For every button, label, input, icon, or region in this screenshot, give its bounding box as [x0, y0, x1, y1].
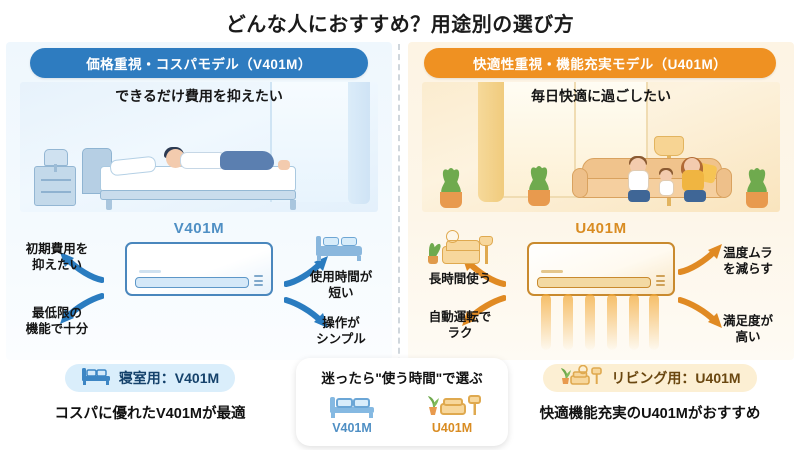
bedroom-illustration: [20, 82, 378, 212]
callout-long-usage: 長時間使う: [428, 272, 492, 286]
plant-shape: [434, 152, 468, 208]
family-shape: [626, 152, 722, 202]
living-room-icon: [419, 393, 485, 419]
air-conditioner-icon-right: [527, 242, 675, 296]
living-room-icon: [424, 230, 496, 266]
callout-auto-operation: 自動運転で ラク: [428, 310, 492, 340]
right-panel-heading-pill: 快適性重視・機能充実モデル（U401M）: [424, 48, 776, 78]
plant-shape: [526, 164, 552, 206]
arrow-top-right-icon: [678, 244, 722, 275]
person-shape: [162, 144, 290, 178]
callout-short-usage: 使用時間が 短い: [309, 270, 373, 300]
callout-temperature-evenness: 温度ムラ を減らす: [723, 246, 773, 276]
page-title: どんな人におすすめ？用途別の選び方: [225, 14, 575, 36]
left-panel-subtitle: できるだけ費用を抑えたい: [115, 88, 283, 104]
arrow-bottom-left-icon: [462, 295, 506, 326]
left-model-label: V401M: [173, 220, 225, 237]
living-room-tag-label: リビング用：U401M: [611, 370, 741, 386]
bedroom-tag-label: 寝室用：V401M: [118, 370, 220, 386]
callout-initial-cost: 初期費用を 抑えたい: [25, 242, 89, 272]
left-summary: 寝室用：V401M コスパに優れたV401Mが最適: [0, 364, 300, 423]
arrow-top-right-icon: [284, 256, 328, 287]
bed-icon: [316, 232, 362, 261]
bed-leg-shape: [290, 200, 296, 210]
nightstand-shape: [34, 166, 76, 206]
right-summary-text: 快適機能充実のU401Mがおすすめ: [539, 406, 761, 422]
panel-divider: [398, 44, 400, 374]
callout-minimal-features: 最低限の 機能で十分: [25, 306, 89, 336]
option-v401m-label: V401M: [332, 421, 372, 435]
bed-icon: [319, 393, 385, 419]
living-room-tag: リビング用：U401M: [543, 364, 757, 392]
bed-frame-shape: [100, 190, 296, 200]
curtain-shape: [478, 82, 504, 202]
left-diagram: V401M: [6, 220, 392, 358]
callout-simple-operation: 操作が シンプル: [316, 316, 366, 346]
option-v401m[interactable]: V401M: [319, 393, 385, 435]
left-panel: 価格重視・コスパモデル（V401M） できるだけ費用を抑えたい: [6, 42, 392, 360]
curtain-shape: [348, 82, 370, 204]
right-diagram: U401M: [408, 220, 794, 358]
left-panel-heading-pill: 価格重視・コスパモデル（V401M）: [30, 48, 368, 78]
choose-by-time-card: 迷ったら"使う時間"で選ぶ V401M: [296, 358, 508, 446]
callout-high-satisfaction: 満足度が 高い: [722, 314, 773, 344]
bed-shape: [82, 142, 300, 210]
bed-leg-shape: [106, 200, 112, 210]
arrow-bottom-right-icon: [678, 297, 722, 328]
arrow-top-left-icon: [60, 252, 104, 283]
right-panel: 快適性重視・機能充実モデル（U401M） 毎日快適に過ごしたい: [408, 42, 794, 360]
bottom-summary-row: 寝室用：V401M コスパに優れたV401Mが最適 迷ったら"使う時間"で選ぶ: [0, 358, 800, 450]
right-panel-subtitle: 毎日快適に過ごしたい: [531, 88, 671, 104]
right-model-label: U401M: [575, 220, 627, 237]
option-u401m-label: U401M: [431, 421, 473, 435]
living-room-icon: [559, 364, 603, 391]
plant-shape: [740, 142, 774, 208]
right-summary: リビング用：U401M 快適機能充実のU401Mがおすすめ: [500, 364, 800, 423]
choose-by-time-title: 迷ったら"使う時間"で選ぶ: [321, 371, 483, 386]
air-conditioner-icon-left: [125, 242, 273, 296]
bed-icon: [81, 365, 111, 391]
lamp-stand-shape: [54, 164, 57, 172]
airflow-shape: [535, 294, 667, 352]
bedroom-tag: 寝室用：V401M: [64, 364, 236, 392]
arrow-bottom-right-icon: [284, 297, 328, 328]
arrow-bottom-left-icon: [60, 293, 104, 324]
living-room-illustration: [422, 82, 780, 212]
left-summary-text: コスパに優れたV401Mが最適: [54, 406, 246, 422]
option-u401m[interactable]: U401M: [419, 393, 485, 435]
